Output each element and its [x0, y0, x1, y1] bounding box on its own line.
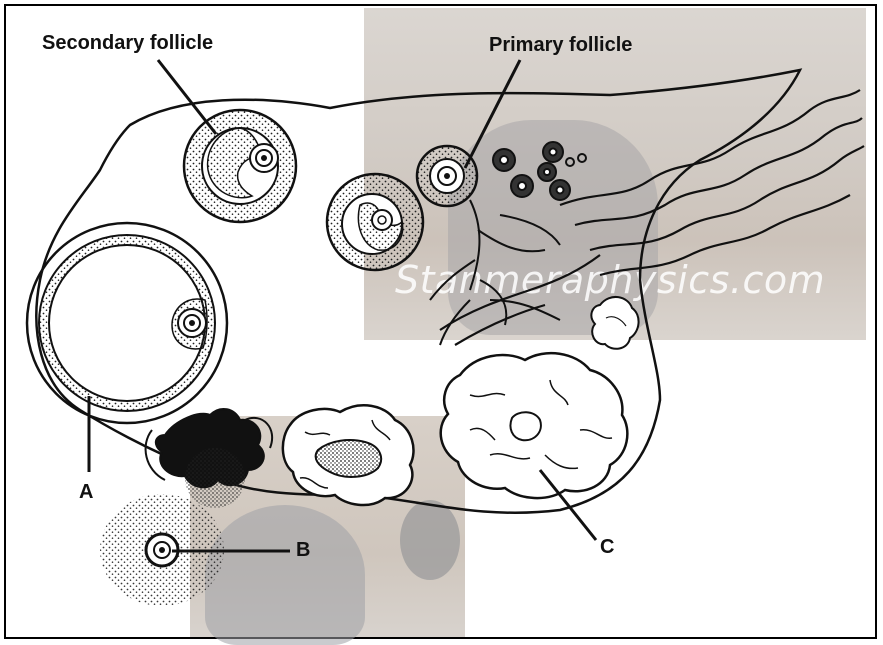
primordial-follicles [493, 142, 586, 200]
early-corpus-luteum [283, 405, 414, 505]
secondary-follicle-top [184, 110, 296, 222]
label-a: A [79, 481, 93, 504]
graafian-follicle [27, 223, 227, 423]
corpus-luteum [441, 353, 628, 498]
primary-follicle [417, 146, 477, 206]
label-c: C [600, 536, 614, 559]
label-b: B [296, 539, 310, 562]
secondary-follicle-middle [327, 174, 423, 270]
label-secondary-follicle: Secondary follicle [42, 32, 213, 55]
leader-secondary-follicle [158, 60, 216, 134]
corpus-albicans [591, 297, 638, 349]
label-primary-follicle: Primary follicle [489, 34, 632, 57]
